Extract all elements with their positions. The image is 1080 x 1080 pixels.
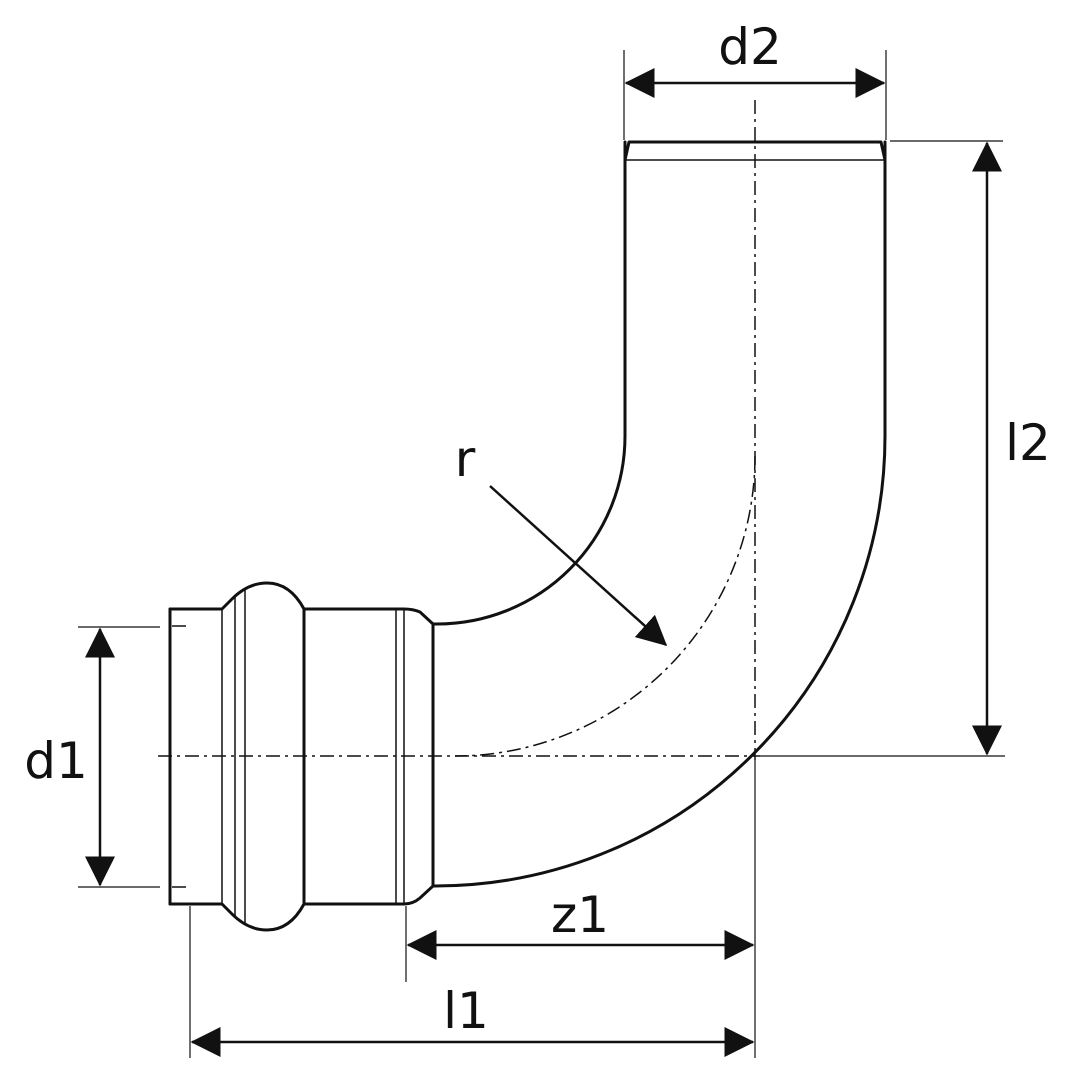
elbow-inner-wall bbox=[435, 140, 627, 626]
elbow-top-chamfer bbox=[623, 140, 887, 162]
dimension-arrows bbox=[85, 68, 1002, 1057]
label-d1: d1 bbox=[24, 732, 88, 790]
elbow-body bbox=[433, 140, 887, 888]
dimension-labels: d2 l2 r d1 z1 l1 bbox=[24, 18, 1051, 1040]
extension-lines bbox=[78, 50, 1005, 1058]
label-z1: z1 bbox=[551, 886, 609, 944]
socket-outline-bottom bbox=[168, 581, 439, 626]
bend-centerline-arc bbox=[454, 455, 756, 757]
label-l1: l1 bbox=[443, 982, 489, 1040]
label-l2: l2 bbox=[1005, 414, 1051, 472]
label-r: r bbox=[455, 430, 476, 488]
elbow-outer-wall bbox=[433, 140, 887, 888]
socket-outline-top bbox=[168, 884, 437, 932]
centerlines bbox=[158, 100, 760, 760]
label-d2: d2 bbox=[718, 18, 782, 76]
r-leader-arrow bbox=[489, 485, 668, 647]
